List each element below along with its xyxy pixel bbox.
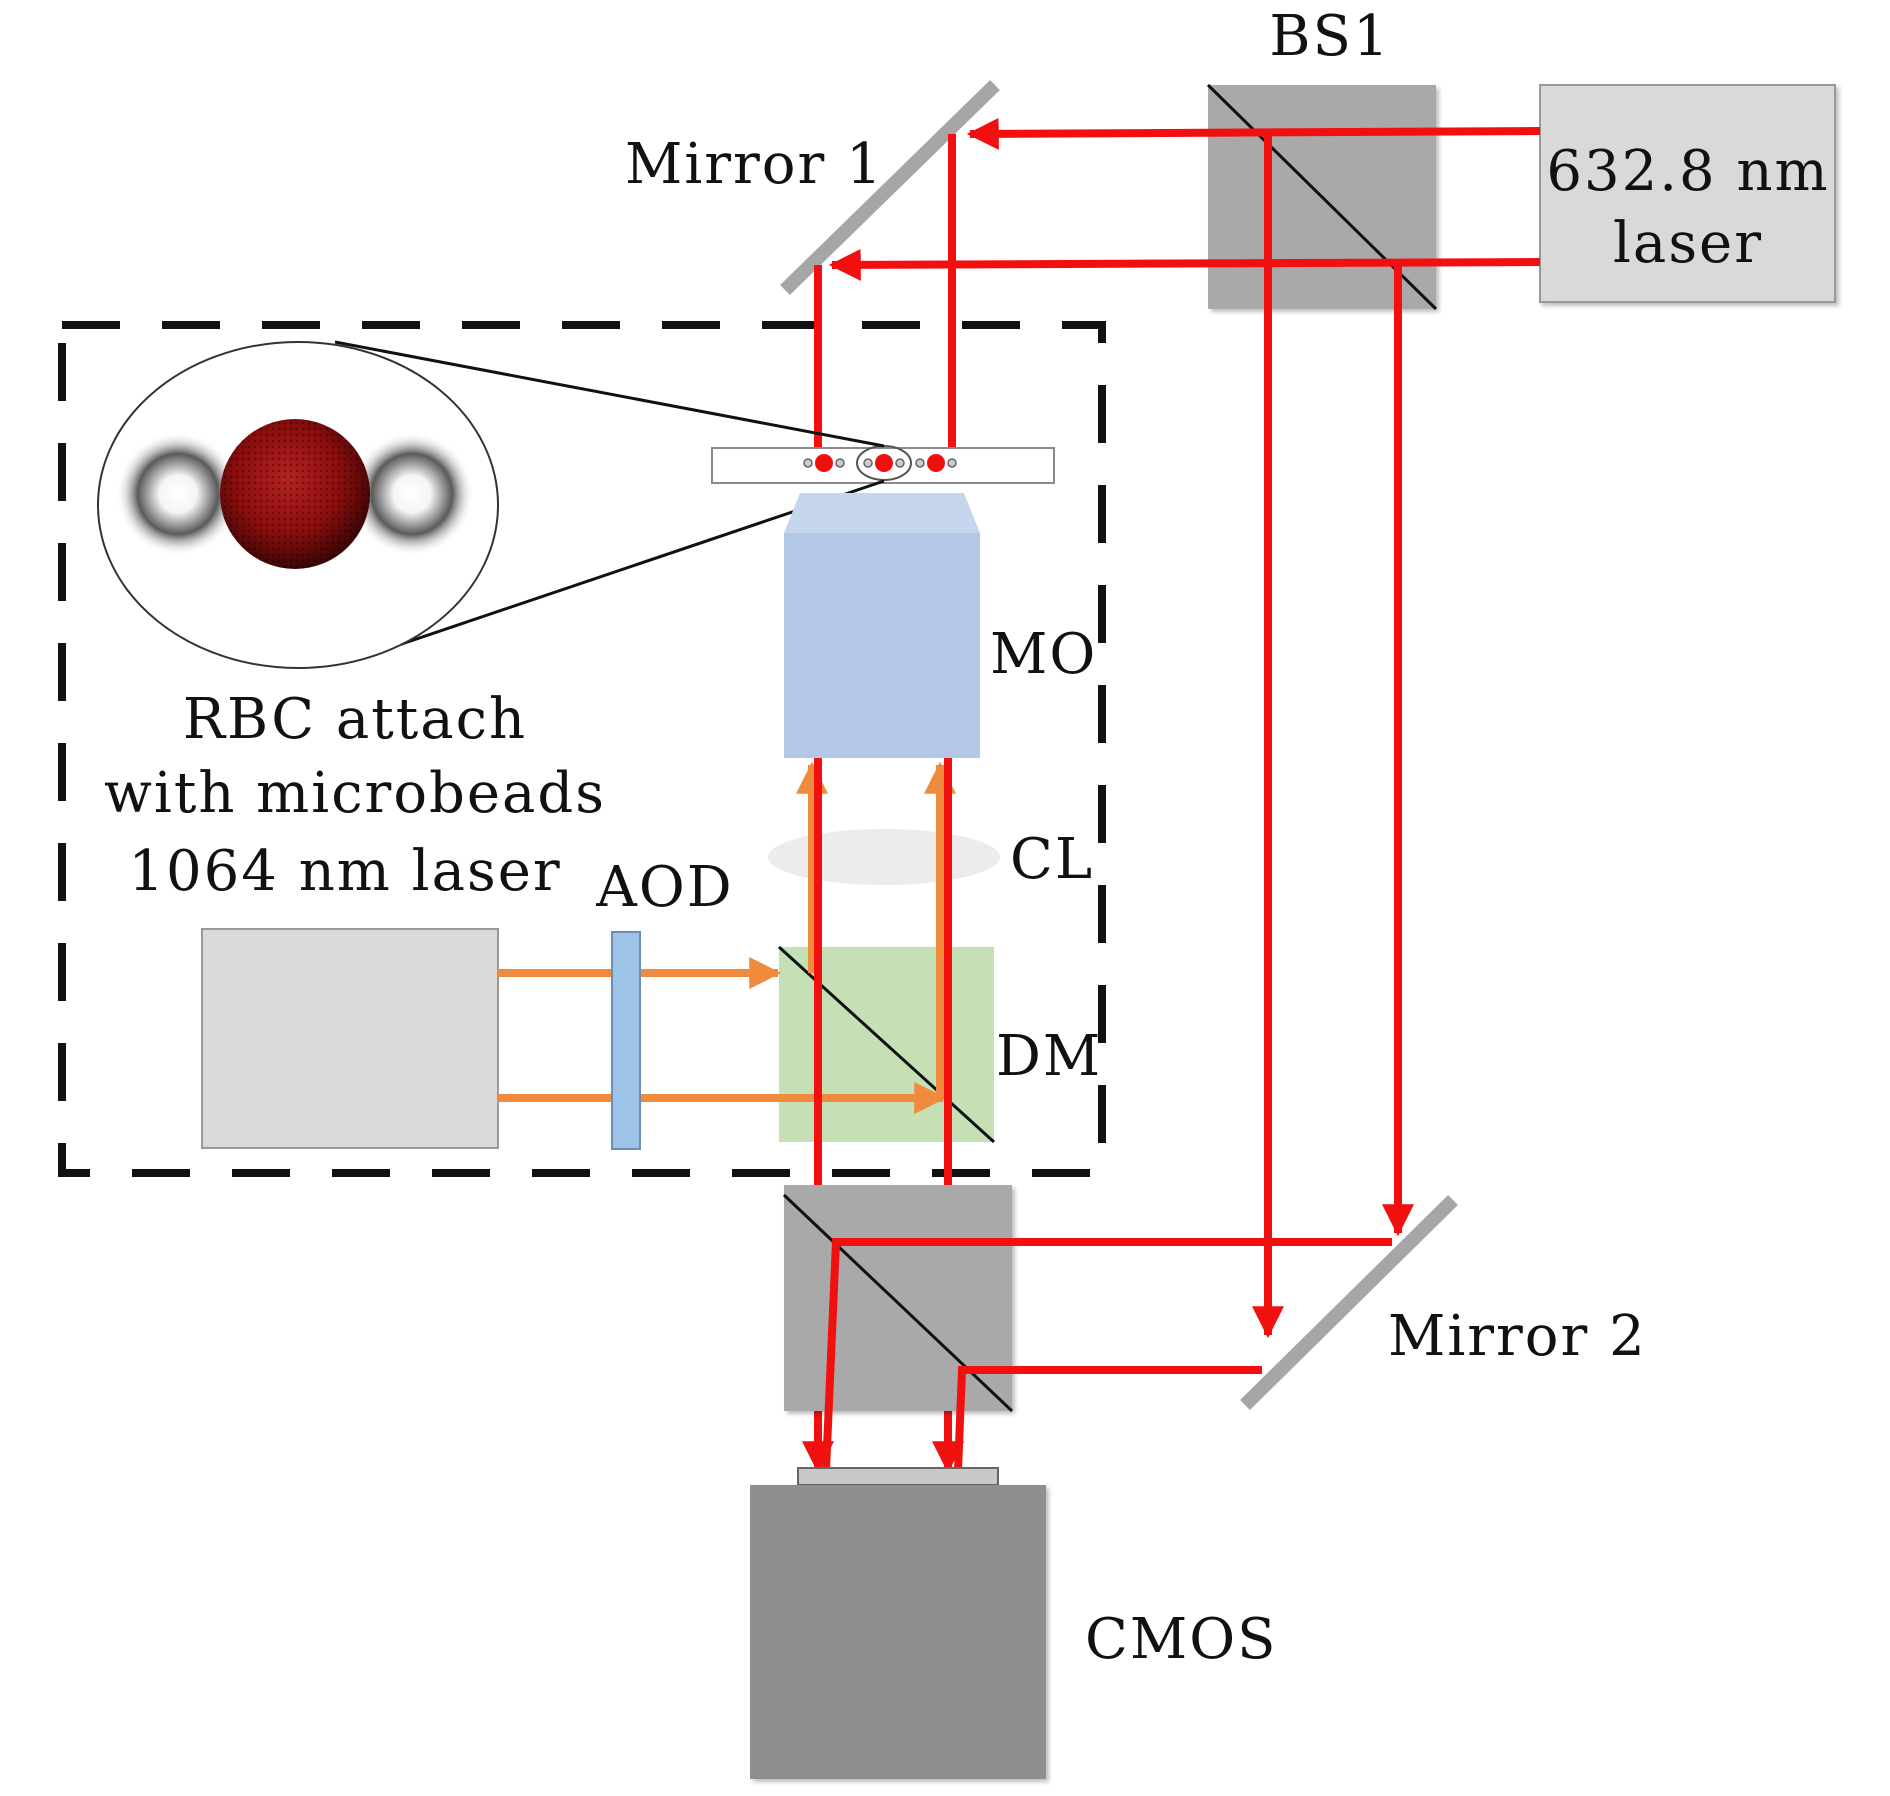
- dm-label: DM: [996, 1024, 1102, 1089]
- ir-laser-label: 1064 nm laser: [128, 839, 561, 904]
- red-beam-upper-path: [814, 117, 1541, 463]
- rbc-label-line1: RBC attach: [183, 687, 527, 752]
- cl-label: CL: [1010, 827, 1094, 892]
- aod-label: AOD: [595, 855, 733, 920]
- bs1-label: BS1: [1269, 4, 1390, 69]
- red-beam-reference-path: [822, 134, 1414, 1471]
- microscope-objective: MO: [784, 493, 1097, 758]
- cmos-camera: CMOS: [750, 1467, 1277, 1779]
- red-laser-label-line2: laser: [1613, 211, 1763, 276]
- mirror-2: Mirror 2: [1240, 1195, 1647, 1410]
- ir-laser-source: RBC attach with microbeads 1064 nm laser: [104, 687, 606, 1149]
- rbc-label-line2: with microbeads: [104, 761, 606, 826]
- mo-label: MO: [990, 622, 1097, 687]
- mirror-1: Mirror 1: [625, 79, 1000, 296]
- beamsplitter-bs1: BS1: [1206, 4, 1438, 311]
- beamsplitter-bs2: [782, 1185, 1014, 1413]
- mirror1-label: Mirror 1: [625, 132, 884, 197]
- optical-tweezers-enclosure: [58, 321, 1106, 1177]
- red-laser-label-line1: 632.8 nm: [1546, 139, 1829, 204]
- red-laser-source: 632.8 nm laser: [1539, 84, 1836, 303]
- rbc-zoom-inset: [97, 341, 499, 669]
- acousto-optic-deflector: AOD: [595, 855, 733, 1150]
- cmos-label: CMOS: [1085, 1607, 1277, 1672]
- sample-slide: [711, 445, 1055, 484]
- mirror2-label: Mirror 2: [1388, 1304, 1647, 1369]
